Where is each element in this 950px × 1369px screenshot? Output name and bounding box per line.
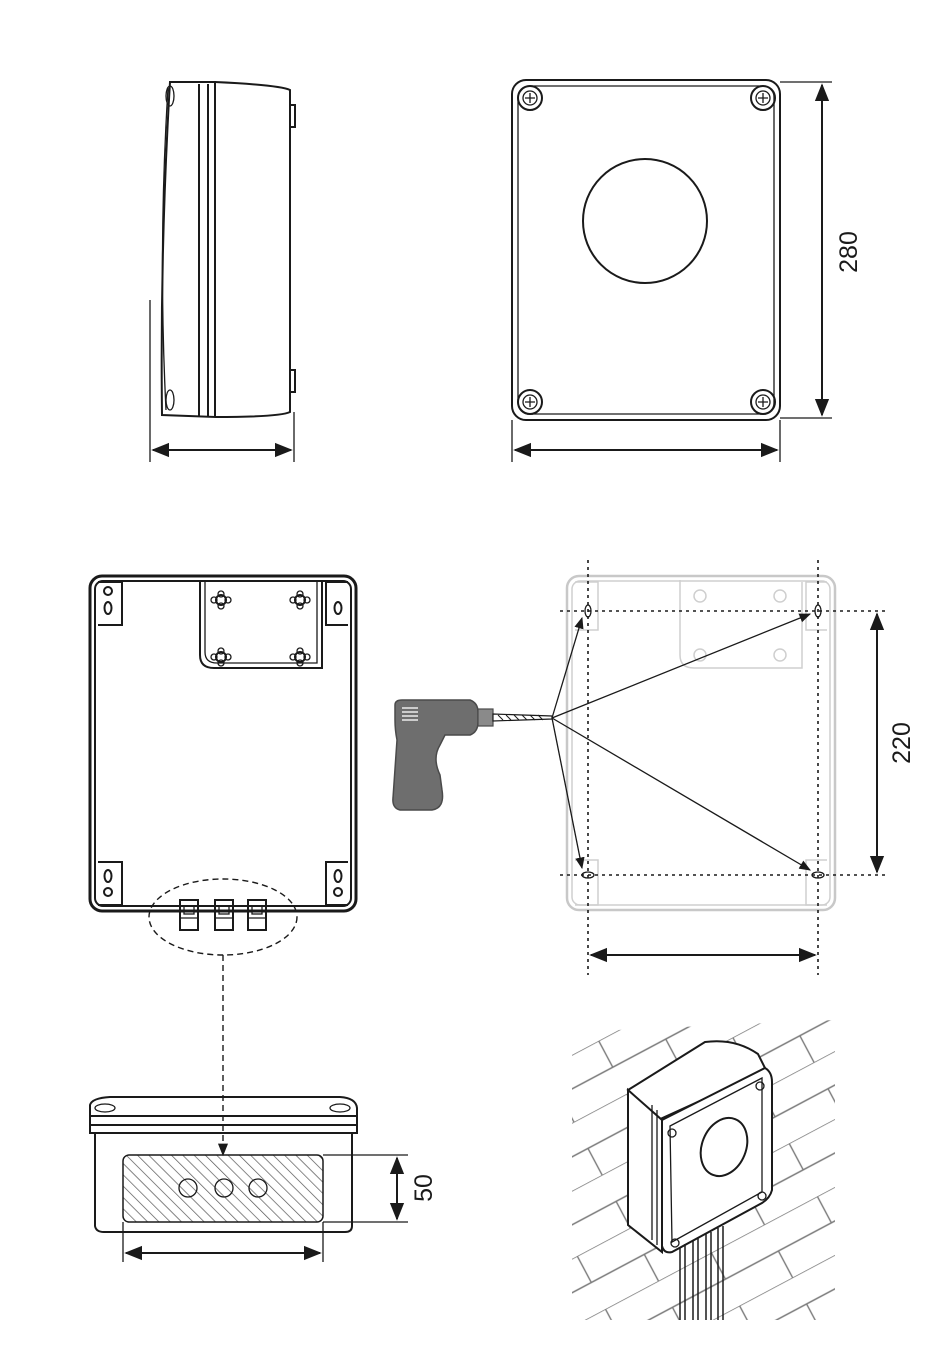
drill-icon — [393, 700, 552, 810]
hole-spacing-label: 220 — [888, 722, 916, 764]
cable-gland-icon — [180, 900, 266, 930]
mount-hole-icon — [211, 591, 310, 666]
front-view: 280 — [512, 80, 863, 462]
height-label: 280 — [835, 231, 863, 273]
side-view — [150, 82, 295, 462]
screw-icon — [518, 86, 775, 414]
bottom-view: 50 — [90, 1097, 438, 1262]
back-view — [90, 576, 356, 1155]
cable-area-label: 50 — [410, 1174, 438, 1202]
drill-template: 220 — [552, 560, 916, 975]
cable-entry-hatched-area — [123, 1155, 323, 1222]
corner-brackets — [98, 582, 348, 905]
front-window-circle — [583, 159, 707, 283]
gland-zoom-ellipse — [149, 879, 297, 955]
